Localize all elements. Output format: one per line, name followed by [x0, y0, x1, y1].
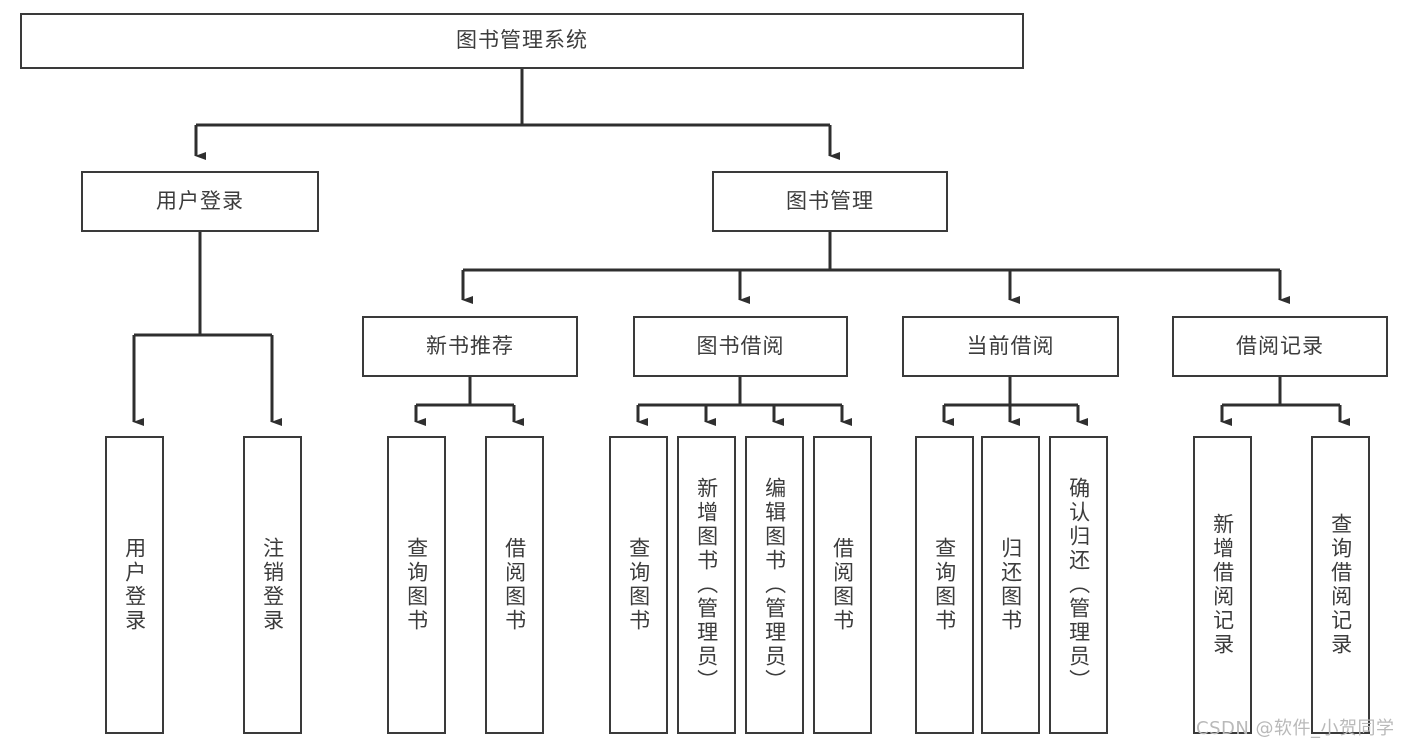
node-new-book-recommend[interactable]: 新书推荐 — [362, 316, 578, 377]
node-borrow-record-label: 借阅记录 — [1236, 333, 1324, 358]
node-leaf-borrow-book-2[interactable]: 借阅图书 — [813, 436, 872, 734]
node-leaf-add-record[interactable]: 新增借阅记录 — [1193, 436, 1252, 734]
node-leaf-confirm-return-label: 确认归还（管理员） — [1066, 477, 1091, 693]
node-root[interactable]: 图书管理系统 — [20, 13, 1024, 69]
node-current-borrow[interactable]: 当前借阅 — [902, 316, 1119, 377]
node-leaf-user-login[interactable]: 用户登录 — [105, 436, 164, 734]
node-new-book-recommend-label: 新书推荐 — [426, 333, 514, 358]
node-leaf-user-login-label: 用户登录 — [122, 537, 147, 633]
node-leaf-user-logout-label: 注销登录 — [260, 537, 285, 633]
node-leaf-query-record[interactable]: 查询借阅记录 — [1311, 436, 1370, 734]
node-user-login-label: 用户登录 — [156, 188, 244, 213]
node-user-login[interactable]: 用户登录 — [81, 171, 319, 232]
node-book-manage-label: 图书管理 — [786, 188, 874, 213]
node-leaf-return-book-label: 归还图书 — [998, 537, 1023, 633]
watermark: CSDN @软件_小贺同学 — [1196, 718, 1395, 739]
node-leaf-borrow-book-1[interactable]: 借阅图书 — [485, 436, 544, 734]
node-leaf-query-book-3-label: 查询图书 — [932, 537, 957, 633]
node-leaf-borrow-book-2-label: 借阅图书 — [830, 537, 855, 633]
node-leaf-edit-book-label: 编辑图书（管理员） — [762, 477, 787, 693]
node-book-manage[interactable]: 图书管理 — [712, 171, 948, 232]
node-leaf-query-book-2[interactable]: 查询图书 — [609, 436, 668, 734]
node-leaf-query-book-2-label: 查询图书 — [626, 537, 651, 633]
node-leaf-user-logout[interactable]: 注销登录 — [243, 436, 302, 734]
node-leaf-query-book-1[interactable]: 查询图书 — [387, 436, 446, 734]
node-leaf-add-book[interactable]: 新增图书（管理员） — [677, 436, 736, 734]
node-book-borrow-label: 图书借阅 — [696, 333, 785, 358]
node-leaf-query-record-label: 查询借阅记录 — [1328, 513, 1353, 657]
node-leaf-query-book-1-label: 查询图书 — [404, 537, 429, 633]
node-root-label: 图书管理系统 — [456, 28, 588, 53]
node-book-borrow[interactable]: 图书借阅 — [633, 316, 848, 377]
node-leaf-add-book-label: 新增图书（管理员） — [694, 477, 719, 693]
node-current-borrow-label: 当前借阅 — [966, 333, 1055, 358]
node-leaf-edit-book[interactable]: 编辑图书（管理员） — [745, 436, 804, 734]
node-borrow-record[interactable]: 借阅记录 — [1172, 316, 1388, 377]
node-leaf-add-record-label: 新增借阅记录 — [1210, 513, 1235, 657]
node-leaf-query-book-3[interactable]: 查询图书 — [915, 436, 974, 734]
node-leaf-borrow-book-1-label: 借阅图书 — [502, 537, 527, 633]
node-leaf-return-book[interactable]: 归还图书 — [981, 436, 1040, 734]
node-leaf-confirm-return[interactable]: 确认归还（管理员） — [1049, 436, 1108, 734]
